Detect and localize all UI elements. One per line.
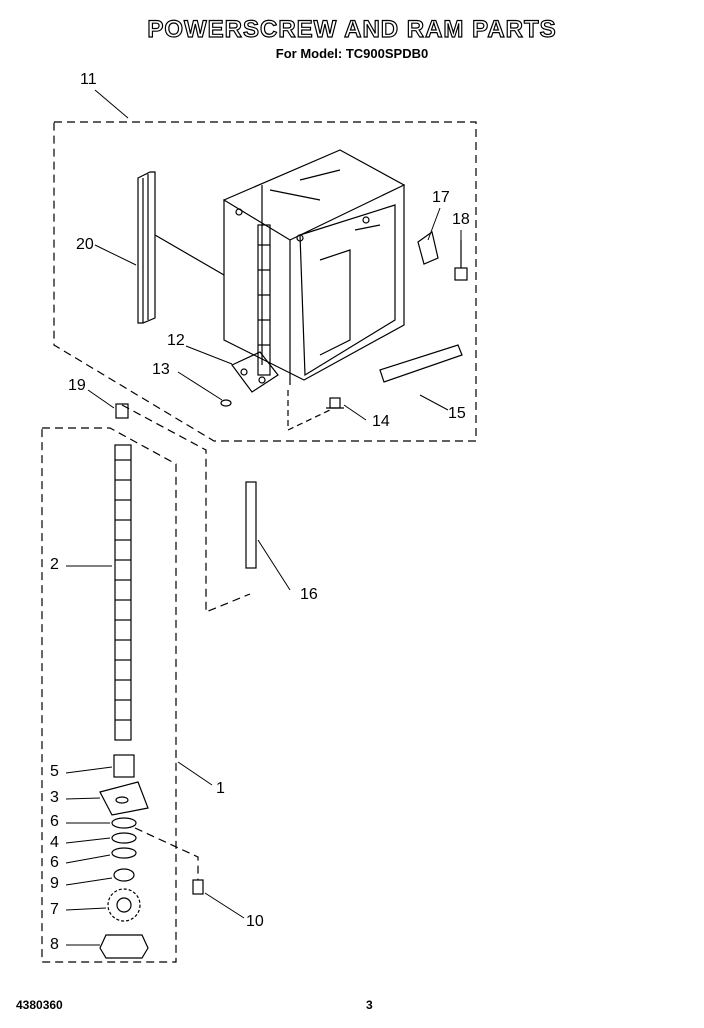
callout-2: 2 bbox=[50, 556, 59, 573]
washer-part-6a bbox=[111, 817, 137, 829]
callout-1: 1 bbox=[216, 780, 225, 797]
nut-part-8 bbox=[99, 934, 149, 959]
callout-15: 15 bbox=[448, 405, 466, 422]
leader-14 bbox=[287, 390, 331, 431]
powerscrew-assembly-boundary bbox=[41, 427, 177, 963]
callout-4: 4 bbox=[50, 834, 59, 851]
callout-6b: 6 bbox=[50, 854, 59, 871]
callout-18: 18 bbox=[452, 211, 470, 228]
washer-part-6b bbox=[111, 847, 137, 859]
callout-3: 3 bbox=[50, 789, 59, 806]
washer-part-4 bbox=[111, 832, 137, 844]
clip-part-17 bbox=[417, 230, 439, 265]
leader-screw-10 bbox=[134, 827, 199, 880]
callout-11: 11 bbox=[80, 71, 97, 88]
leader-19-16 bbox=[121, 404, 251, 613]
page-number: 3 bbox=[366, 998, 373, 1012]
collar-part-9 bbox=[113, 868, 135, 882]
callout-6: 6 bbox=[50, 813, 59, 830]
callout-16: 16 bbox=[300, 586, 318, 603]
bearing-part-5 bbox=[113, 754, 135, 778]
callout-7: 7 bbox=[50, 901, 59, 918]
callout-19: 19 bbox=[68, 377, 86, 394]
callout-14: 14 bbox=[372, 413, 390, 430]
bolt-part-14 bbox=[326, 397, 344, 409]
sprocket-part-7 bbox=[107, 888, 141, 922]
plate-part-15 bbox=[379, 344, 463, 383]
mount-plate-part-3 bbox=[99, 781, 149, 816]
powerscrew-shaft bbox=[114, 444, 132, 741]
callout-20: 20 bbox=[76, 236, 94, 253]
callout-17: 17 bbox=[432, 189, 450, 206]
rod-part-16 bbox=[245, 481, 257, 569]
bushing-part-19 bbox=[115, 403, 129, 419]
callout-12: 12 bbox=[167, 332, 185, 349]
callout-9: 9 bbox=[50, 875, 59, 892]
callout-10: 10 bbox=[246, 913, 264, 930]
page-title: POWERSCREW AND RAM PARTS bbox=[147, 15, 557, 43]
callout-13: 13 bbox=[152, 361, 170, 378]
model-subtitle: For Model: TC900SPDB0 bbox=[275, 46, 429, 61]
clip-part-13 bbox=[220, 399, 232, 407]
document-number: 4380360 bbox=[16, 998, 63, 1012]
bracket-part-12 bbox=[231, 351, 279, 393]
rail-part-20 bbox=[137, 171, 156, 324]
callout-8: 8 bbox=[50, 936, 59, 953]
callout-5: 5 bbox=[50, 763, 59, 780]
ram-body bbox=[222, 149, 406, 385]
screw-part-10 bbox=[192, 879, 204, 895]
ram-assembly-boundary bbox=[53, 121, 477, 442]
